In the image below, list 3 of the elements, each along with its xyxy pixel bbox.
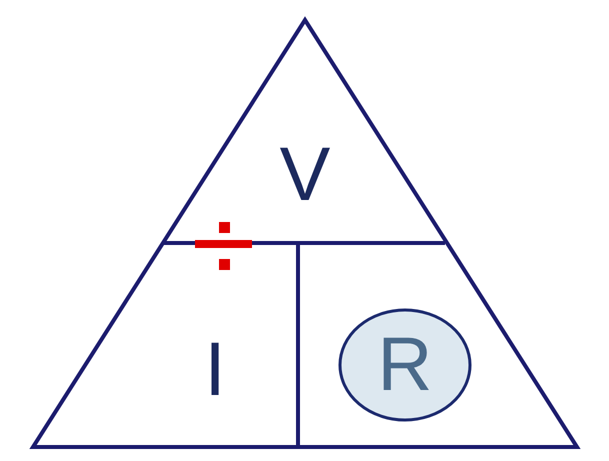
symbol-letter: R bbox=[378, 327, 432, 403]
symbol-letter: V bbox=[280, 137, 330, 213]
symbol-letter: I bbox=[204, 332, 226, 408]
